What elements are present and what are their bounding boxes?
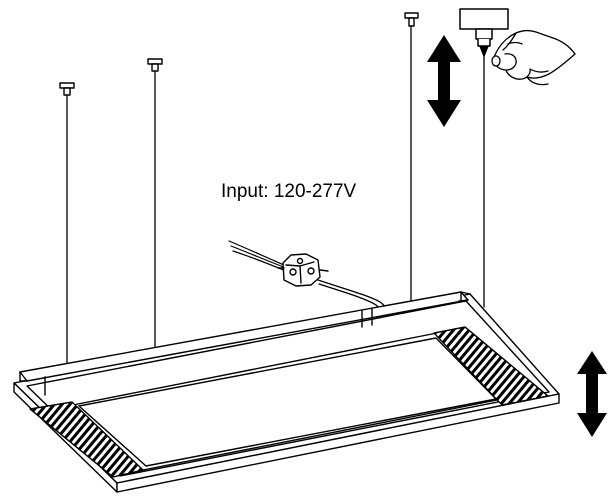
junction-box — [277, 253, 329, 287]
hand-pinch-icon — [491, 29, 576, 86]
ceiling-anchor-3 — [404, 12, 419, 27]
louver-right — [433, 326, 549, 406]
power-lead-wires — [228, 240, 287, 272]
ceiling-anchor-1 — [59, 82, 75, 96]
ceiling-anchor-2 — [147, 58, 163, 72]
double-headed-arrow-icon — [427, 35, 461, 127]
light-fixture — [13, 291, 560, 493]
input-voltage-label: Input: 120-277V — [221, 181, 357, 202]
double-headed-arrow-icon-lower — [577, 351, 607, 437]
ceiling-anchor-gripped — [459, 8, 509, 57]
louver-left — [29, 401, 144, 478]
suspension-cables — [66, 25, 485, 379]
